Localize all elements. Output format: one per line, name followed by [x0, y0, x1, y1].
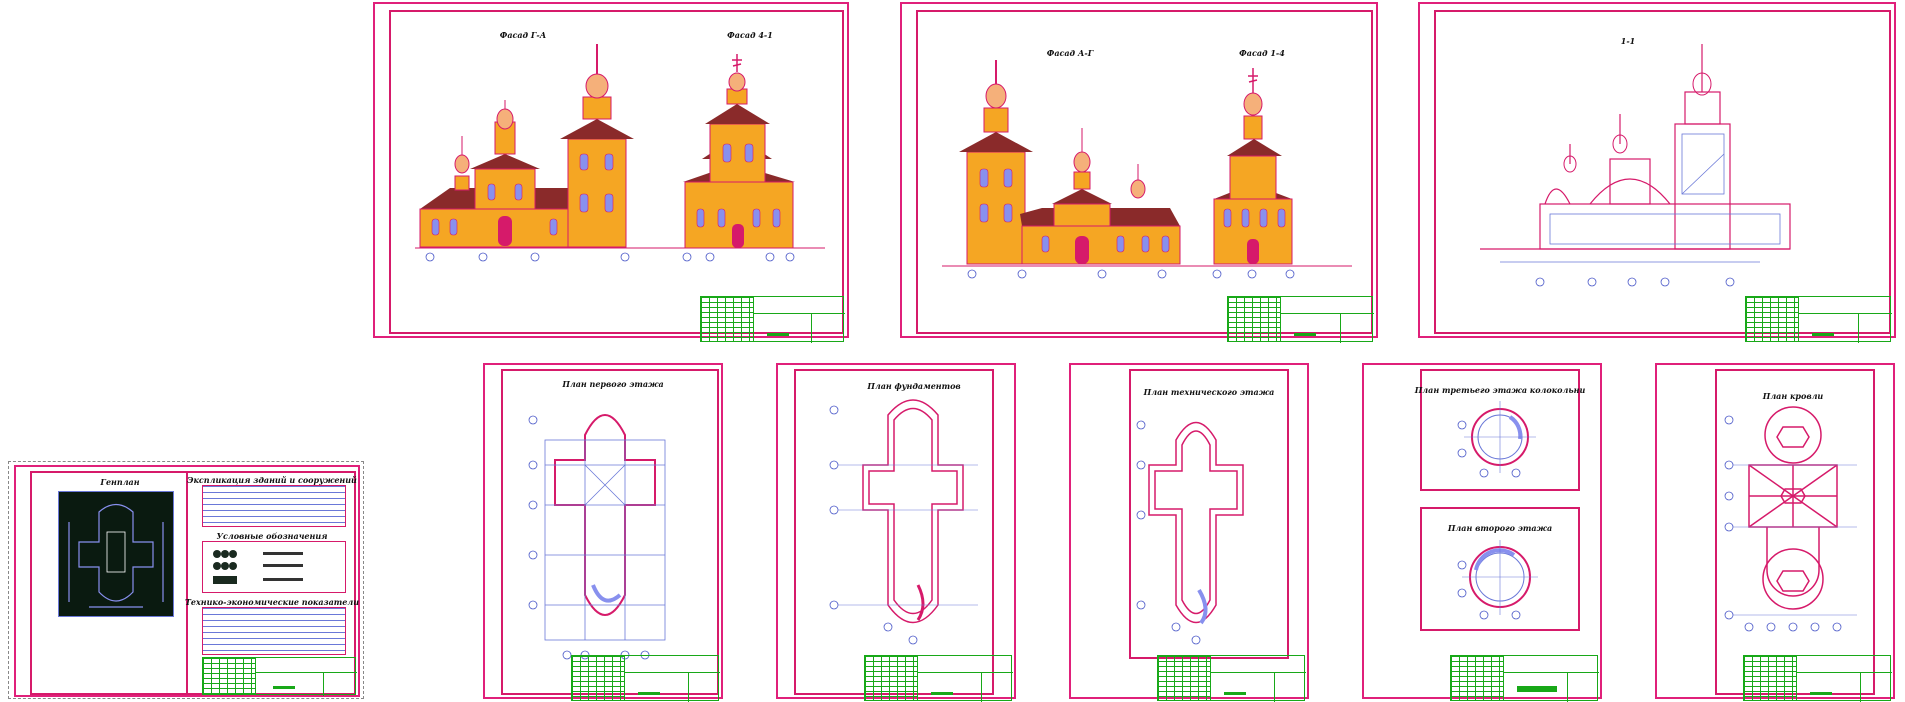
- axis-bubble-icon: [1724, 415, 1842, 632]
- foundation-plan: [829, 399, 978, 645]
- drawing-frame: [1434, 10, 1891, 334]
- plan-title: План кровли: [1762, 391, 1824, 401]
- sheet-section: 1-1: [1418, 2, 1896, 343]
- sheet-plan-foundation: План фундаментов: [776, 363, 1016, 702]
- genplan-title: Генплан: [100, 477, 140, 487]
- plan-title: План первого этажа: [562, 379, 664, 389]
- title-block-stamp: [202, 657, 357, 696]
- sheet-facades-2: Фасад А-Г Фасад 1-4: [900, 2, 1378, 343]
- title-block-stamp: [1450, 655, 1599, 702]
- ground-floor-plan: [528, 414, 666, 660]
- axis-bubble-icon: [1457, 420, 1521, 620]
- sheet-plan-technical: План технического этажа: [1069, 363, 1309, 702]
- church-section: [1480, 44, 1791, 287]
- plan-title-top: План третьего этажа колокольни: [1414, 385, 1586, 395]
- orthodox-cross-icon: [1248, 68, 1258, 93]
- title-block-stamp: [1157, 655, 1306, 702]
- facade-title-right: Фасад 4-1: [727, 30, 773, 40]
- tech-table: [202, 607, 346, 655]
- genplan-selection-outline: [8, 461, 364, 699]
- title-block-stamp: [1745, 296, 1892, 343]
- sheet-facades-1: Фасад Г-А Фасад 4-1: [373, 2, 849, 343]
- facade-title-right: Фасад 1-4: [1239, 48, 1285, 58]
- drawing-frame: [1420, 507, 1580, 631]
- drawing-frame: [916, 10, 1373, 334]
- axis-bubble-icon: [1136, 420, 1201, 645]
- drawing-frame: [30, 471, 356, 695]
- drawing-frame: [389, 10, 844, 334]
- sheet-plan-bell-tower: План третьего этажа колокольни План втор…: [1362, 363, 1602, 702]
- plan-title: План технического этажа: [1143, 387, 1275, 397]
- title-block-stamp: [864, 655, 1013, 702]
- orthodox-cross-icon: [732, 54, 742, 72]
- facade-title-left: Фасад А-Г: [1046, 48, 1094, 58]
- axis-bubble-icon: [967, 269, 1295, 279]
- bell-tower-plans: [1457, 401, 1538, 620]
- legend-table: [202, 541, 346, 593]
- technical-floor-plan: [1136, 420, 1244, 645]
- sheet-plan-roof: План кровли: [1655, 363, 1895, 702]
- sheet-genplan: Генплан Экспликация зданий и сооружений …: [14, 465, 360, 697]
- title-block-stamp: [1227, 296, 1374, 343]
- title-block-stamp: [571, 655, 720, 702]
- genplan-divider: [186, 471, 188, 695]
- axis-bubble-icon: [1535, 277, 1735, 287]
- section-title: 1-1: [1620, 36, 1636, 46]
- buildings-table: [202, 485, 346, 527]
- church-facade-side: [415, 44, 825, 262]
- plan-title-bottom: План второго этажа: [1447, 523, 1553, 533]
- axis-bubble-icon: [528, 415, 650, 660]
- sheet-plan-ground: План первого этажа: [483, 363, 723, 702]
- site-plan: [58, 491, 174, 617]
- roof-plan: [1724, 406, 1857, 632]
- tech-table-title: Технико-экономические показатели: [184, 597, 360, 607]
- title-block-stamp: [700, 296, 845, 343]
- buildings-table-title: Экспликация зданий и сооружений: [187, 475, 357, 485]
- plan-title: План фундаментов: [867, 381, 961, 391]
- legend-title: Условные обозначения: [216, 531, 328, 541]
- church-facade-front: [942, 60, 1352, 279]
- axis-bubble-icon: [425, 252, 795, 262]
- facade-title-left: Фасад Г-А: [499, 30, 547, 40]
- axis-bubble-icon: [829, 405, 918, 645]
- drawing-frame: [1420, 369, 1580, 491]
- title-block-stamp: [1743, 655, 1892, 702]
